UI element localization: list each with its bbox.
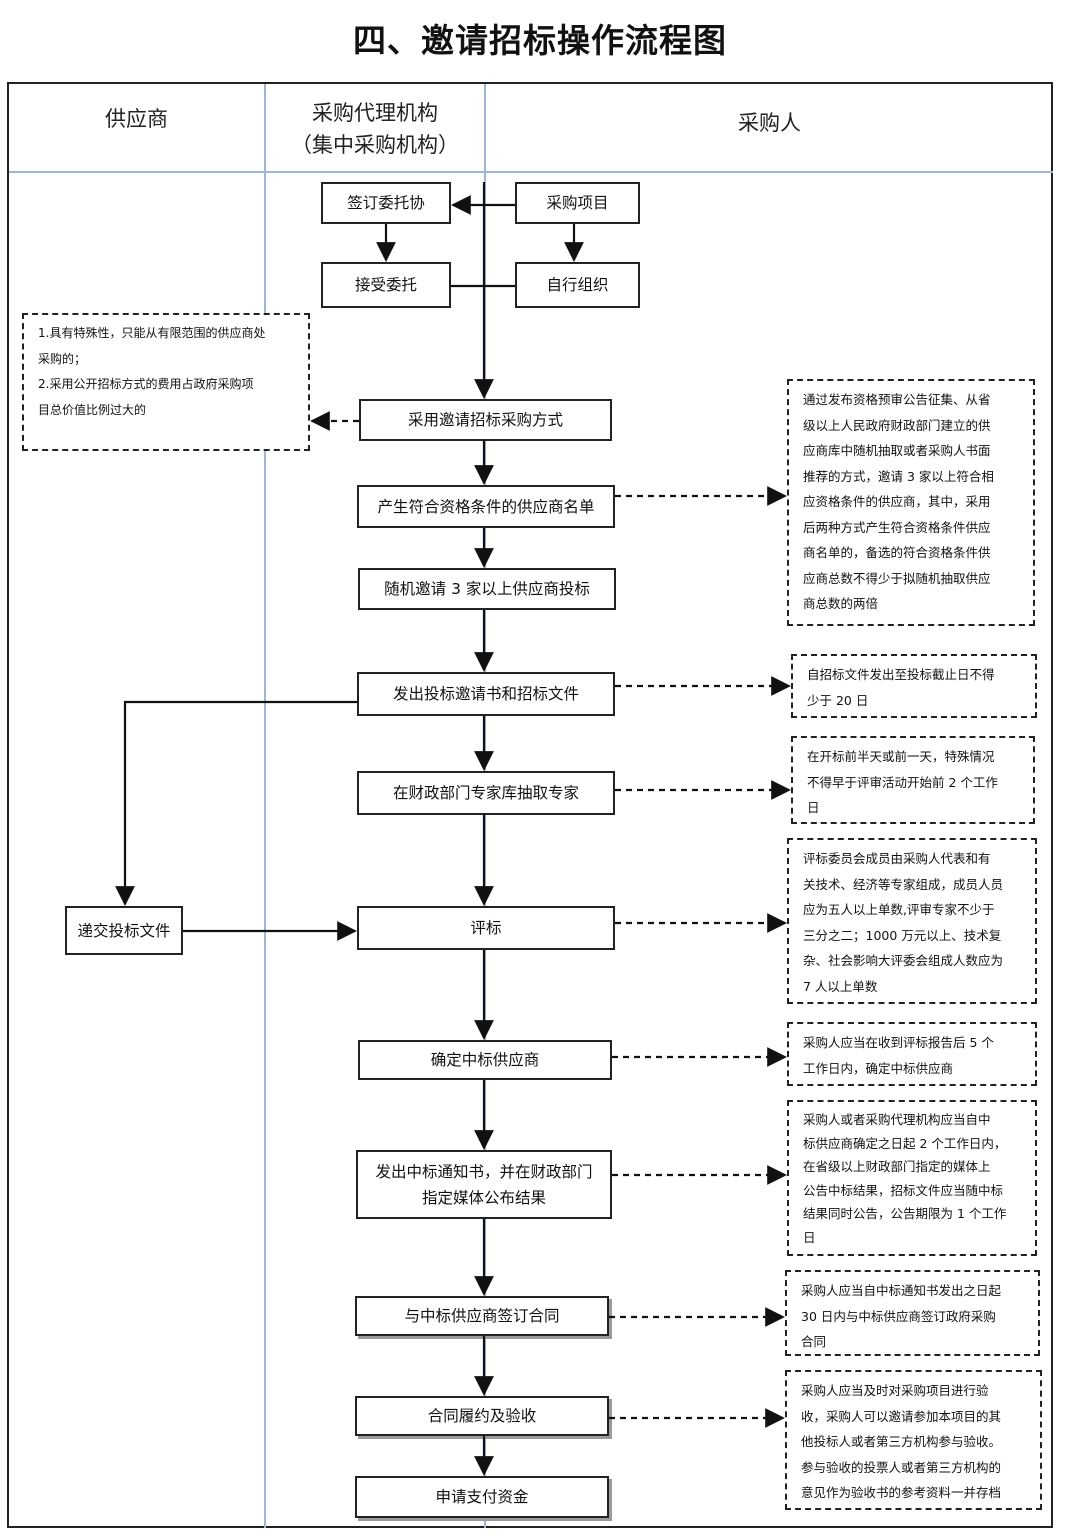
note-committee-line: 7 人以上单数: [803, 978, 878, 994]
note-contract-timing-line: 采购人应当自中标通知书发出之日起: [801, 1283, 1002, 1298]
note-announce-line: 公告中标结果，招标文件应当随中标: [803, 1182, 1004, 1198]
note-conditions-line: 2.采用公开招标方式的费用占政府采购项: [38, 377, 254, 391]
note-list-method-line: 商总数的两倍: [803, 596, 879, 611]
note-deadline-line: 少于 20 日: [807, 692, 869, 708]
step-random-invite: 随机邀请 3 家以上供应商投标: [358, 568, 616, 610]
step-issue-invitation: 发出投标邀请书和招标文件: [357, 672, 615, 716]
lane-header-purchaser: 采购人: [738, 111, 801, 135]
note-acceptance-line: 参与验收的投票人或者第三方机构的: [801, 1459, 1002, 1475]
note-conditions: 1.具有特殊性，只能从有限范围的供应商处 采购的； 2.采用公开招标方式的费用占…: [22, 313, 310, 451]
step-purchase-project: 采购项目: [515, 182, 640, 224]
step-accept-entrust: 接受委托: [321, 262, 451, 308]
step-determine-winner: 确定中标供应商: [358, 1040, 612, 1080]
step-perform-accept: 合同履约及验收: [355, 1396, 609, 1436]
note-list-method-line: 商名单的，备选的符合资格条件供: [803, 545, 991, 560]
note-committee-line: 应为五人以上单数,评审专家不少于: [803, 902, 995, 917]
note-committee: 评标委员会成员由采购人代表和有 关技术、经济等专家组成，成员人员 应为五人以上单…: [787, 838, 1037, 1004]
note-announce: 采购人或者采购代理机构应当自中 标供应商确定之日起 2 个工作日内， 在省级以上…: [787, 1100, 1037, 1256]
lane-header-agency-line2: （集中采购机构）: [291, 133, 459, 157]
note-announce-line: 结果同时公告，公告期限为 1 个工作: [803, 1206, 1007, 1221]
lane-header-agency-line1: 采购代理机构: [312, 101, 438, 125]
note-announce-line: 采购人或者采购代理机构应当自中: [803, 1112, 991, 1127]
step-issue-notice-line1: 发出中标通知书，并在财政部门: [375, 1162, 593, 1181]
note-committee-line: 关技术、经济等专家组成，成员人员: [803, 876, 1004, 892]
step-sign-contract: 与中标供应商签订合同: [355, 1296, 609, 1336]
note-list-method-line: 应资格条件的供应商，其中，采用: [803, 494, 991, 509]
arrow-issue-to-submit: [115, 700, 357, 906]
note-announce-line: 标供应商确定之日起 2 个工作日内，: [803, 1135, 1007, 1151]
step-submit-bid: 递交投标文件: [65, 906, 183, 955]
step-issue-notice: 发出中标通知书，并在财政部门 指定媒体公布结果: [356, 1150, 612, 1219]
step-extract-experts: 在财政部门专家库抽取专家: [357, 771, 615, 815]
note-winner-timing-line: 工作日内，确定中标供应商: [803, 1060, 954, 1076]
note-list-method-line: 应商库中随机抽取或者采购人书面: [803, 443, 991, 458]
note-conditions-line: 目总价值比例过大的: [38, 402, 147, 417]
note-expert-timing-line: 不得早于评审活动开始前 2 个工作: [807, 774, 998, 790]
note-committee-line: 三分之二；1000 万元以上、技术复: [803, 927, 1002, 943]
note-announce-line: 在省级以上财政部门指定的媒体上: [803, 1159, 991, 1174]
note-conditions-line: 采购的；: [38, 351, 87, 366]
step-adopt-method: 采用邀请招标采购方式: [359, 399, 612, 441]
step-sign-entrust: 签订委托协: [321, 182, 451, 224]
note-list-method-line: 应商总数不得少于拟随机抽取供应: [803, 570, 991, 586]
note-deadline: 自招标文件发出至投标截止日不得 少于 20 日: [791, 654, 1037, 718]
note-list-method-line: 推荐的方式，邀请 3 家以上符合相: [803, 468, 994, 484]
note-list-method-line: 通过发布资格预审公告征集、从省: [803, 392, 991, 407]
step-apply-payment: 申请支付资金: [355, 1476, 609, 1518]
note-announce-line: 日: [803, 1229, 816, 1245]
note-list-method: 通过发布资格预审公告征集、从省 级以上人民政府财政部门建立的供 应商库中随机抽取…: [787, 379, 1035, 626]
lane-divider-1: [264, 84, 266, 1528]
note-acceptance-line: 意见作为验收书的参考资料一并存档: [801, 1485, 1002, 1500]
note-contract-timing-line: 30 日内与中标供应商签订政府采购: [801, 1308, 996, 1324]
note-deadline-line: 自招标文件发出至投标截止日不得: [807, 667, 995, 682]
page-title: 四、邀请招标操作流程图: [353, 21, 727, 60]
header-divider: [9, 171, 1053, 173]
note-winner-timing-line: 采购人应当在收到评标报告后 5 个: [803, 1035, 994, 1050]
note-committee-line: 杂、社会影响大评委会组成人数应为: [803, 953, 1004, 968]
note-expert-timing-line: 日: [807, 800, 820, 815]
step-produce-list: 产生符合资格条件的供应商名单: [357, 485, 615, 528]
swimlane-frame: [7, 82, 1053, 1528]
note-list-method-line: 级以上人民政府财政部门建立的供: [803, 417, 991, 433]
note-winner-timing: 采购人应当在收到评标报告后 5 个 工作日内，确定中标供应商: [787, 1022, 1037, 1086]
step-self-organize: 自行组织: [515, 262, 640, 308]
step-evaluate: 评标: [357, 906, 615, 950]
note-acceptance: 采购人应当及时对采购项目进行验 收，采购人可以邀请参加本项目的其 他投标人或者第…: [785, 1370, 1042, 1510]
note-contract-timing-line: 合同: [801, 1334, 827, 1349]
lane-header-supplier: 供应商: [105, 107, 168, 131]
note-expert-timing: 在开标前半天或前一天，特殊情况 不得早于评审活动开始前 2 个工作 日: [791, 736, 1035, 824]
note-expert-timing-line: 在开标前半天或前一天，特殊情况: [807, 749, 995, 764]
note-committee-line: 评标委员会成员由采购人代表和有: [803, 851, 991, 866]
step-issue-notice-line2: 指定媒体公布结果: [421, 1188, 546, 1207]
note-acceptance-line: 收，采购人可以邀请参加本项目的其: [801, 1408, 1002, 1424]
lane-header-agency: 采购代理机构 （集中采购机构）: [266, 97, 484, 161]
note-acceptance-line: 采购人应当及时对采购项目进行验: [801, 1383, 989, 1398]
note-acceptance-line: 他投标人或者第三方机构参与验收。: [801, 1434, 1002, 1449]
note-contract-timing: 采购人应当自中标通知书发出之日起 30 日内与中标供应商签订政府采购 合同: [785, 1270, 1040, 1356]
note-conditions-line: 1.具有特殊性，只能从有限范围的供应商处: [38, 326, 266, 340]
note-list-method-line: 后两种方式产生符合资格条件供应: [803, 519, 991, 535]
